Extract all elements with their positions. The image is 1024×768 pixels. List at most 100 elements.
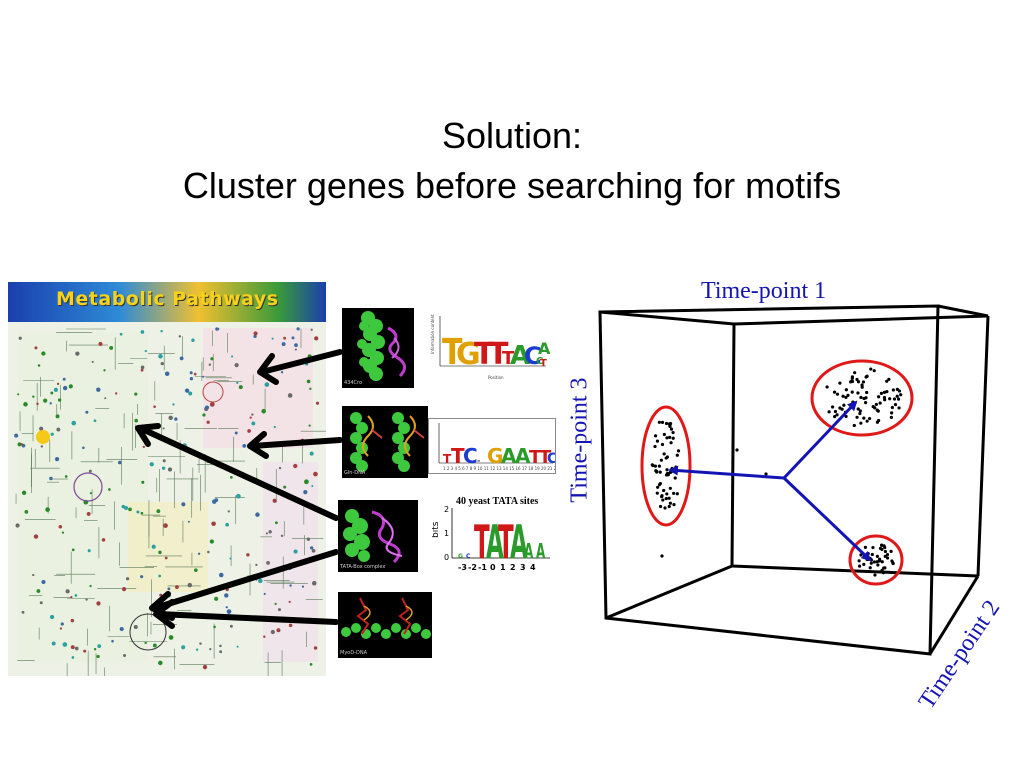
arrow-structure-3-to-pathway	[137, 425, 339, 521]
gene-point	[896, 397, 901, 401]
gene-point	[840, 407, 844, 411]
gene-point	[865, 390, 869, 395]
gene-point	[875, 554, 879, 559]
gene-point	[857, 559, 861, 563]
gene-point	[835, 413, 839, 417]
gene-point	[878, 401, 882, 405]
gene-point	[675, 453, 679, 457]
gene-point	[895, 394, 899, 398]
gene-point	[667, 496, 671, 500]
cluster-ring-bottom-right	[848, 534, 904, 586]
gene-point	[827, 410, 831, 414]
gene-point	[831, 405, 835, 409]
gene-point	[653, 444, 657, 449]
gene-point	[653, 434, 658, 438]
gene-point	[891, 388, 895, 392]
gene-point	[832, 390, 837, 394]
gene-point	[662, 432, 666, 437]
gene-point	[735, 448, 739, 452]
gene-point	[668, 423, 672, 427]
gene-point	[865, 419, 869, 423]
cluster-ring-left	[640, 405, 692, 527]
helix-graphic	[357, 311, 406, 381]
gene-point	[825, 385, 829, 389]
cube-wireframe	[598, 304, 990, 656]
gene-point	[669, 427, 674, 431]
gene-point	[844, 395, 848, 400]
arrowhead	[247, 431, 269, 459]
arrow-structure-1-to-pathway	[259, 349, 343, 375]
arrowhead	[153, 599, 175, 629]
protein-structure-thumbnail-4: MyoD-DNA	[338, 592, 432, 658]
gene-point	[835, 392, 840, 396]
svg-text:T: T	[443, 452, 452, 466]
gene-point	[653, 464, 658, 468]
gene-point	[860, 383, 864, 387]
gene-point	[893, 402, 898, 407]
gene-point	[857, 564, 862, 568]
logo-y-tick: 0	[444, 553, 449, 562]
svg-text:T: T	[540, 358, 547, 369]
gene-point	[668, 501, 672, 505]
gene-point	[659, 458, 663, 462]
svg-text:A: A	[486, 515, 504, 569]
svg-text:T: T	[488, 337, 509, 372]
gene-point	[853, 371, 857, 375]
gene-point	[876, 563, 880, 567]
gene-point	[844, 388, 848, 392]
gene-point	[844, 414, 848, 418]
gene-point	[658, 470, 662, 474]
gene-point	[650, 463, 654, 467]
gene-point	[660, 554, 664, 558]
gene-point	[885, 552, 890, 557]
blue-arrow-to-left-cluster	[668, 465, 785, 480]
gene-point	[665, 436, 669, 440]
gene-point	[674, 465, 678, 469]
sequence-logo-graphic: T T C - G A A T T C 1 2 3 4 5 6 7 8 9 10…	[438, 423, 559, 471]
gene-point	[665, 492, 669, 496]
gene-point	[874, 402, 878, 407]
blue-arrow-to-top-right-cluster	[782, 400, 858, 480]
gene-point	[871, 545, 875, 550]
structure-label: MyoD-DNA	[340, 650, 367, 656]
gene-point	[764, 472, 768, 476]
gene-point	[672, 491, 676, 495]
sequence-logo-graphic: Information content T G T T T A C C A T …	[430, 314, 551, 380]
arrowhead	[257, 353, 279, 385]
gene-point	[841, 394, 845, 398]
gene-point	[879, 391, 883, 395]
gene-point	[659, 504, 663, 509]
gene-point	[890, 405, 894, 410]
protein-structure-thumbnail-2: Gln-DNA	[342, 406, 428, 478]
gene-point	[892, 397, 897, 401]
gene-point	[867, 416, 872, 421]
axis-label-time-point-1: Time-point 1	[701, 278, 827, 304]
logo-x-tick: 1	[500, 563, 506, 572]
axis-label-time-point-3: Time-point 3	[566, 377, 593, 503]
arrow-structure-2-to-pathway	[249, 437, 343, 449]
svg-text:A: A	[510, 515, 528, 569]
svg-text:A: A	[524, 540, 533, 563]
gene-point	[657, 464, 662, 468]
svg-text:T: T	[474, 337, 495, 372]
gene-point	[856, 380, 861, 384]
svg-text:T: T	[529, 447, 542, 468]
logo-ylabel: Information content	[430, 314, 435, 354]
svg-text:1 2 3 4 5 6 7 8 9 10 11 12 13: 1 2 3 4 5 6 7 8 9 10 11 12 13 14 15 16 1…	[443, 466, 555, 471]
gene-point	[658, 481, 662, 486]
svg-text:G: G	[487, 444, 503, 468]
gene-point	[883, 398, 887, 402]
svg-text:T: T	[502, 348, 515, 369]
gene-point	[863, 545, 867, 549]
gene-point	[663, 506, 667, 510]
gene-point	[662, 452, 666, 456]
gene-point	[856, 391, 860, 395]
gene-point	[889, 415, 893, 419]
structure-label: Gln-DNA	[344, 470, 366, 476]
svg-text:A: A	[510, 341, 530, 371]
gene-point	[869, 561, 873, 565]
gene-point	[850, 379, 854, 383]
gene-point	[661, 498, 665, 502]
structure-label: TATA-Box complex	[340, 564, 386, 570]
